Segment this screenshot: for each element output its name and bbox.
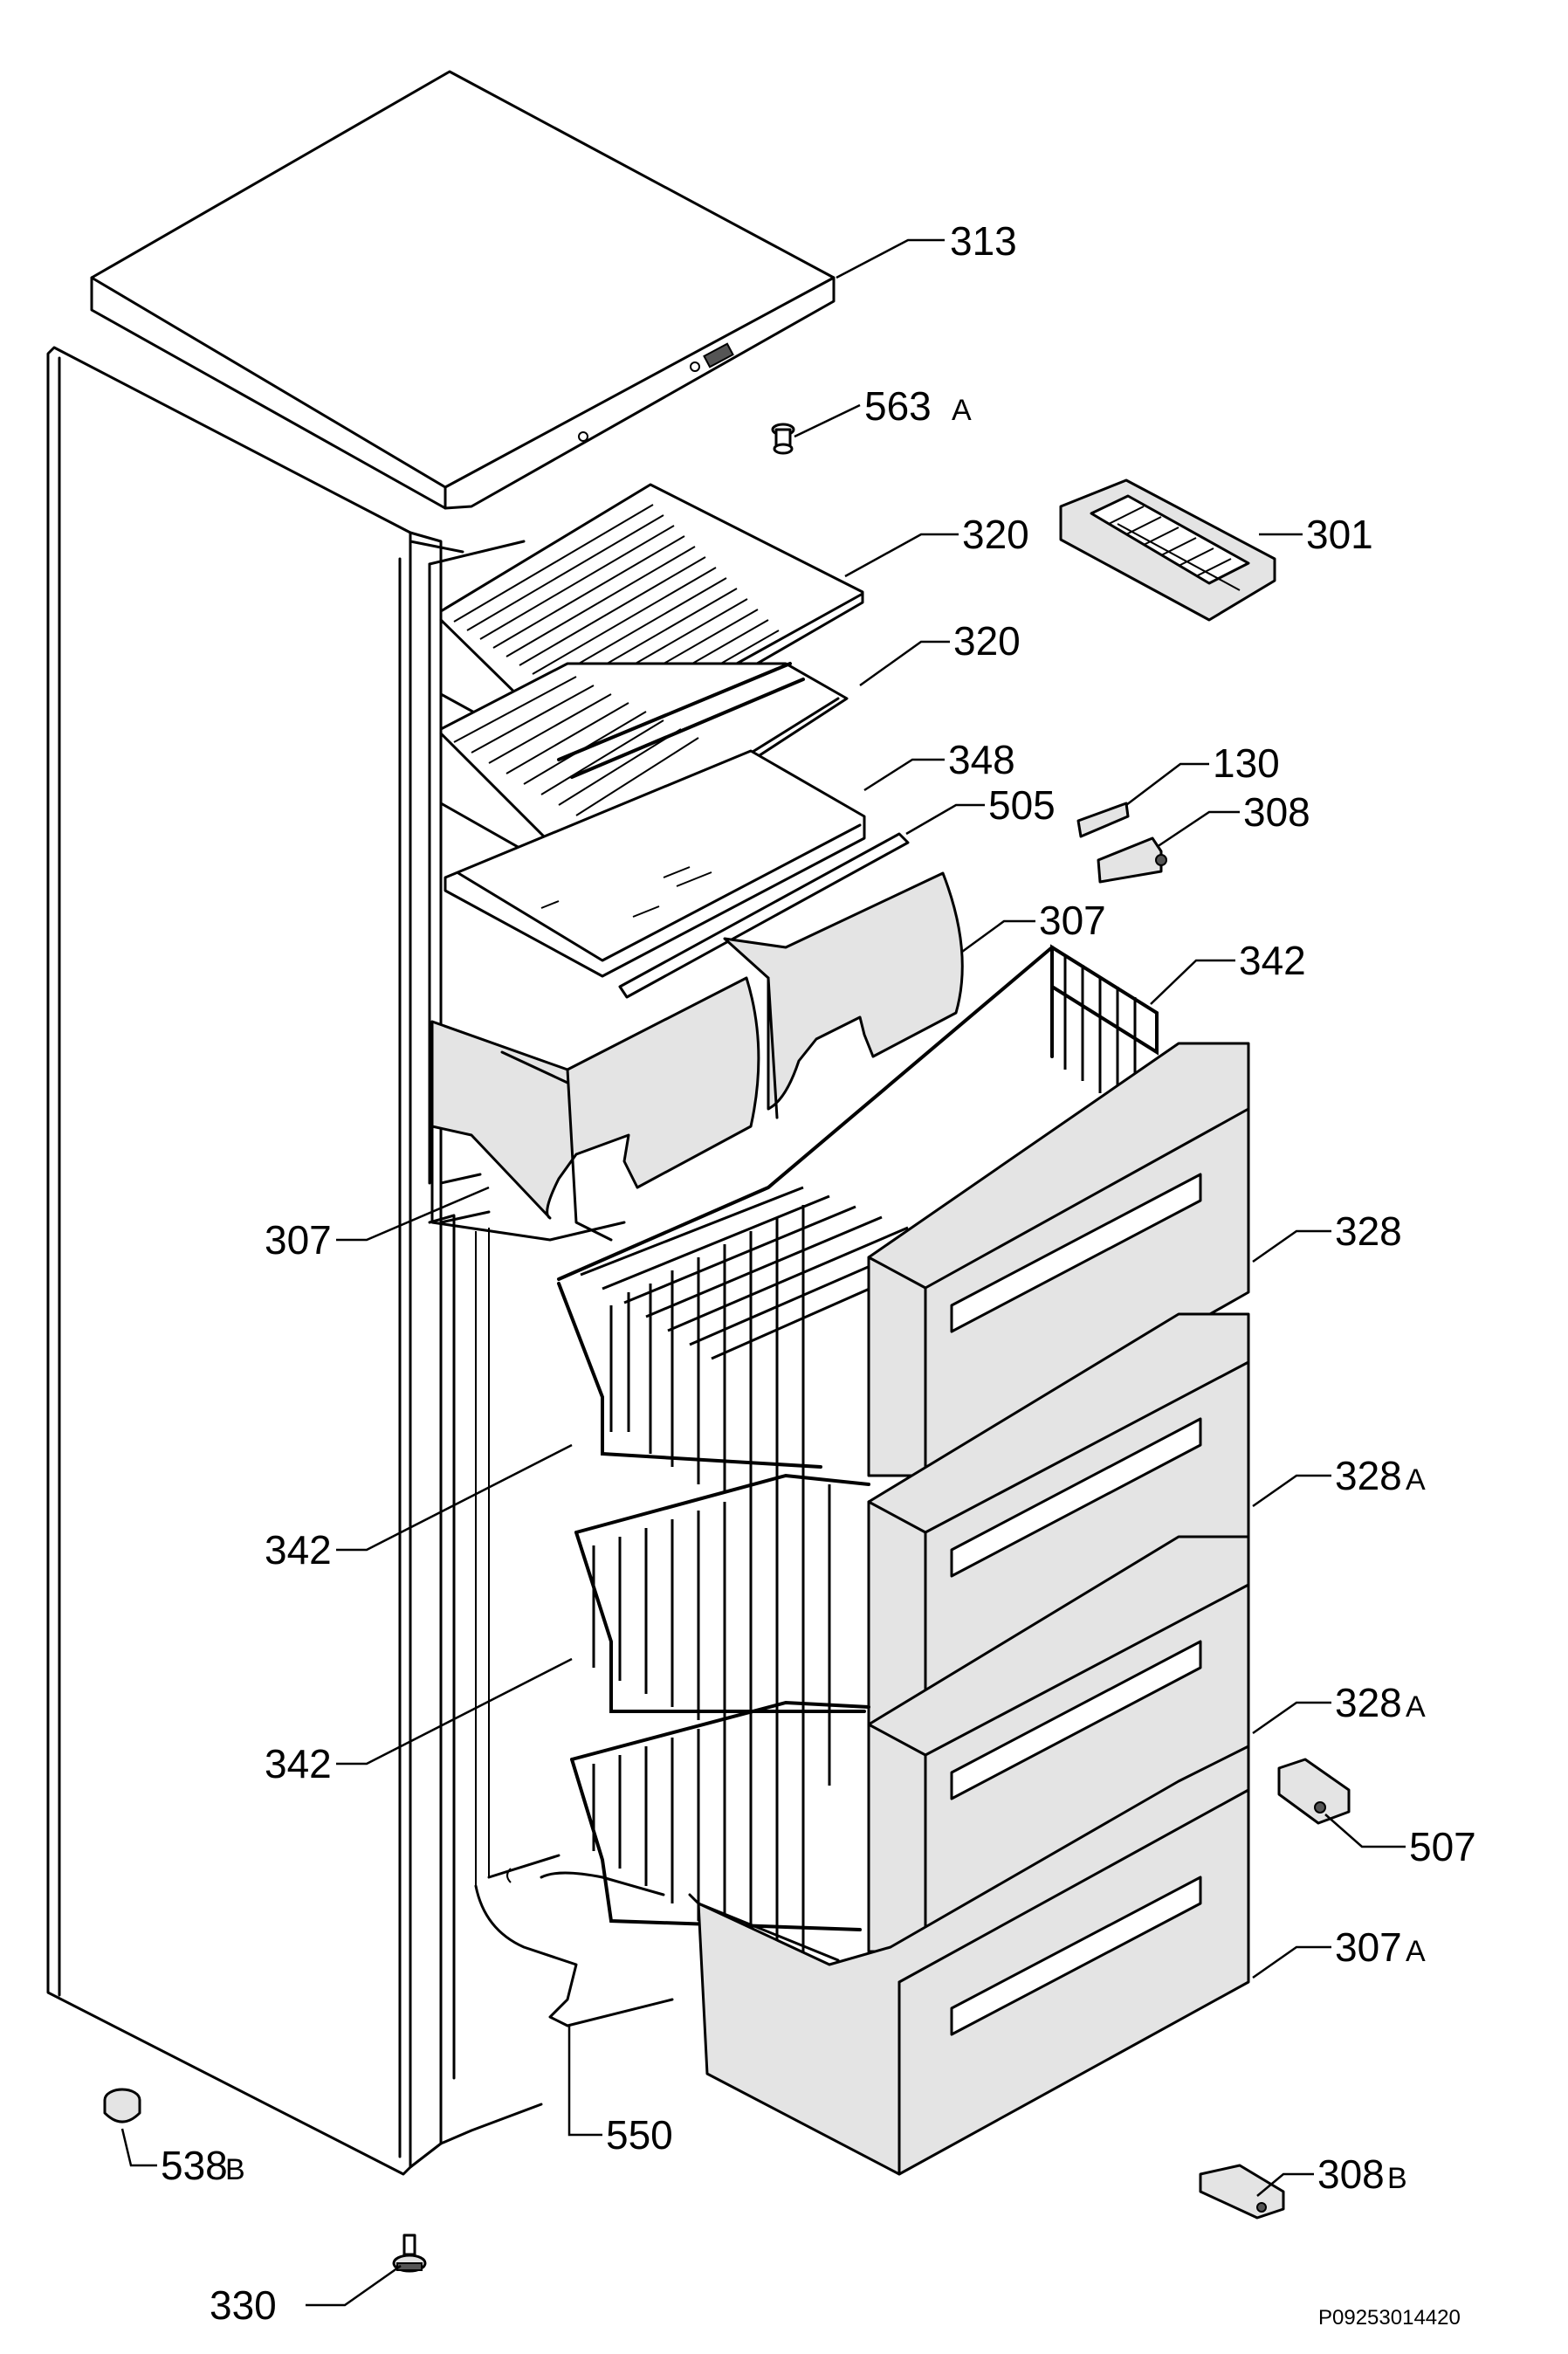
callout-308: 308: [1243, 789, 1310, 835]
callout-505: 505: [988, 782, 1056, 828]
foot-538b: [103, 2088, 141, 2123]
callout-328: 328: [1335, 1208, 1402, 1254]
hinge-plate-308b: [1199, 2164, 1285, 2220]
glass-shelf: [444, 749, 866, 978]
callout-307a-suffix: A: [1406, 1935, 1426, 1968]
callout-563a-suffix: A: [952, 394, 972, 427]
callout-320-lower: 320: [953, 618, 1021, 664]
callout-538b-suffix: B: [225, 2153, 245, 2186]
leader-lines: [120, 238, 1406, 2307]
callout-328a-upper: 328: [1335, 1453, 1402, 1498]
cabinet-body: [46, 346, 674, 2176]
callout-307a: 307: [1335, 1924, 1402, 1970]
callout-538b: 538: [161, 2143, 228, 2188]
flap-drawer-right: [723, 871, 964, 1119]
callout-328a-lower: 328: [1335, 1680, 1402, 1725]
callout-308b: 308: [1317, 2151, 1385, 2197]
callout-550: 550: [606, 2112, 673, 2158]
callout-301: 301: [1306, 512, 1373, 557]
drawing-code: P09253014420: [1318, 2306, 1461, 2330]
hinge-308: [1097, 836, 1167, 884]
wire-basket-middle: [574, 1473, 870, 1786]
callout-563a: 563: [864, 383, 932, 429]
callout-342-top: 342: [1239, 938, 1306, 983]
callout-342-middle: 342: [265, 1527, 332, 1573]
bottom-drawer-307a: [688, 1745, 1250, 2176]
flap-drawer-left: [430, 976, 760, 1242]
callout-328a-upper-suffix: A: [1406, 1463, 1426, 1497]
callout-labels: 313 563 A 320 301 320 348 130 505 308 30…: [161, 218, 1476, 2330]
wire-basket-top: [557, 944, 1159, 1519]
wire-shelf-lower: [439, 662, 849, 879]
callout-307-right: 307: [1039, 898, 1106, 943]
rail-505: [618, 832, 910, 999]
part-507: [1277, 1758, 1351, 1825]
ice-cube-tray: [1059, 478, 1276, 622]
drawer-front-328: [867, 1042, 1250, 1477]
foot-screw-330: [392, 2234, 427, 2273]
callout-130: 130: [1213, 740, 1280, 786]
callout-313: 313: [950, 218, 1017, 264]
callout-308b-suffix: B: [1387, 2162, 1407, 2195]
callout-348: 348: [948, 737, 1015, 782]
part-130: [1076, 802, 1130, 838]
callout-342-lower: 342: [265, 1741, 332, 1786]
top-panel: [90, 70, 836, 510]
callout-330: 330: [210, 2282, 277, 2328]
callout-320-upper: 320: [962, 512, 1029, 557]
callout-507: 507: [1409, 1824, 1476, 1869]
callout-307-left: 307: [265, 1217, 332, 1263]
screw-563a: [771, 423, 795, 455]
callout-328a-lower-suffix: A: [1406, 1690, 1426, 1724]
